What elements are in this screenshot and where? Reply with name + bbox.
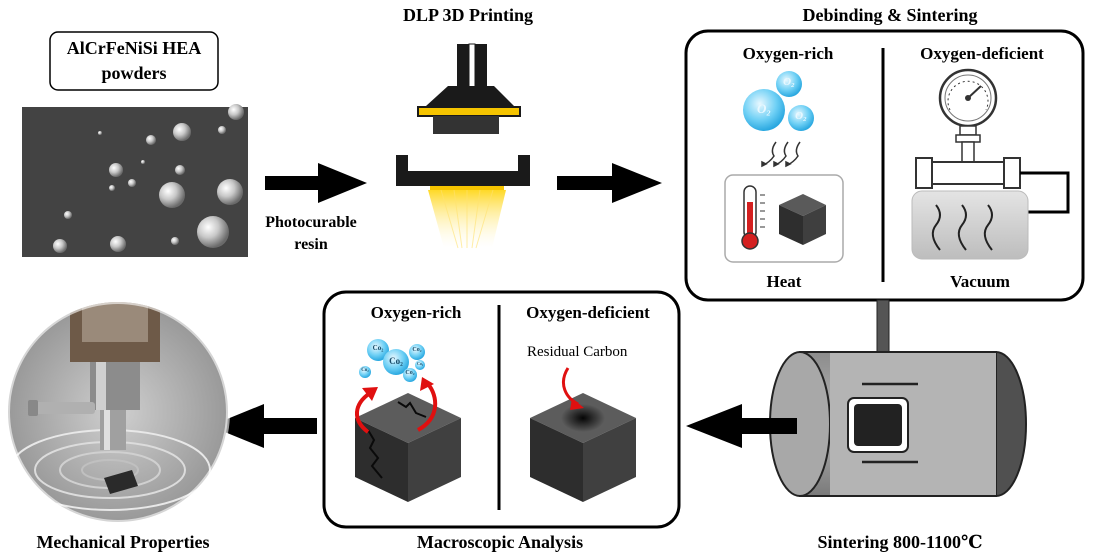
pressure-gauge-icon [915, 68, 1070, 214]
oxygen-bubbles-icon [743, 71, 814, 131]
debinding-left-title: Oxygen-rich [742, 44, 834, 63]
mechanical-photo-ring [6, 300, 230, 524]
o2-label-1: O₂ [757, 101, 771, 116]
resin-label: Photocurable resin [246, 212, 376, 256]
sintering-caption: Sintering 800-1100℃ [817, 532, 983, 552]
red-arrow-left [355, 391, 372, 434]
red-arrow-left-head [362, 387, 378, 401]
powder-label-line1: AlCrFeNiSi HEA [66, 38, 202, 58]
powder-label: AlCrFeNiSi HEA powders [50, 36, 218, 86]
vacuum-flow-icon [931, 204, 993, 251]
resin-label-line1: Photocurable [265, 214, 357, 231]
co2-bubbles-icon [359, 339, 425, 382]
sample-cube-icon [779, 194, 826, 245]
powder-label-line2: powders [101, 63, 167, 83]
arrow-furnace-to-macroscopic [686, 404, 797, 448]
co2-label-2: Co₂ [389, 356, 403, 366]
sintering-furnace-icon [769, 351, 1027, 497]
powder-sem-image [22, 104, 248, 257]
debinding-title: Debinding & Sintering [802, 5, 978, 25]
thermometer-icon [741, 185, 765, 250]
arrow-macroscopic-to-mechanical [210, 404, 317, 448]
arrow-printing-to-debinding [557, 163, 662, 203]
co2-label-5: Co₂ [405, 370, 415, 376]
vacuum-chamber [911, 190, 1029, 260]
mechanical-test-photo [8, 302, 228, 522]
red-arrow-right-head [420, 377, 434, 391]
arrow-powder-to-printing [265, 163, 367, 203]
macro-left-title: Oxygen-rich [370, 303, 462, 322]
cracked-cube-icon [355, 393, 461, 502]
residual-carbon-label: Residual Carbon [527, 344, 628, 360]
co2-label-1: Co₂ [372, 344, 384, 352]
macroscopic-caption: Macroscopic Analysis [416, 532, 584, 552]
o2-label-2: O₂ [783, 76, 795, 88]
resin-label-line2: resin [294, 236, 328, 253]
co2-label-4: Co₂ [361, 368, 369, 373]
heat-caption: Heat [766, 272, 802, 291]
debinding-right-title: Oxygen-deficient [920, 44, 1044, 63]
heat-flow-arrows-icon [761, 141, 801, 168]
o2-label-3: O₂ [795, 110, 807, 122]
powder-label-box [49, 31, 219, 91]
red-arrow-right [416, 382, 438, 432]
macro-right-title: Oxygen-deficient [526, 303, 650, 322]
residual-carbon-arrow-head [570, 398, 584, 410]
co2-label-3: Co₂ [412, 347, 422, 353]
furnace-pipe [876, 299, 890, 354]
mechanical-caption: Mechanical Properties [36, 532, 210, 552]
co2-label-6: Co₂ [416, 361, 424, 366]
printing-title: DLP 3D Printing [402, 5, 533, 25]
vacuum-caption: Vacuum [950, 272, 1010, 291]
dlp-printer-icon [396, 43, 530, 249]
residual-carbon-cube-icon [530, 393, 636, 502]
